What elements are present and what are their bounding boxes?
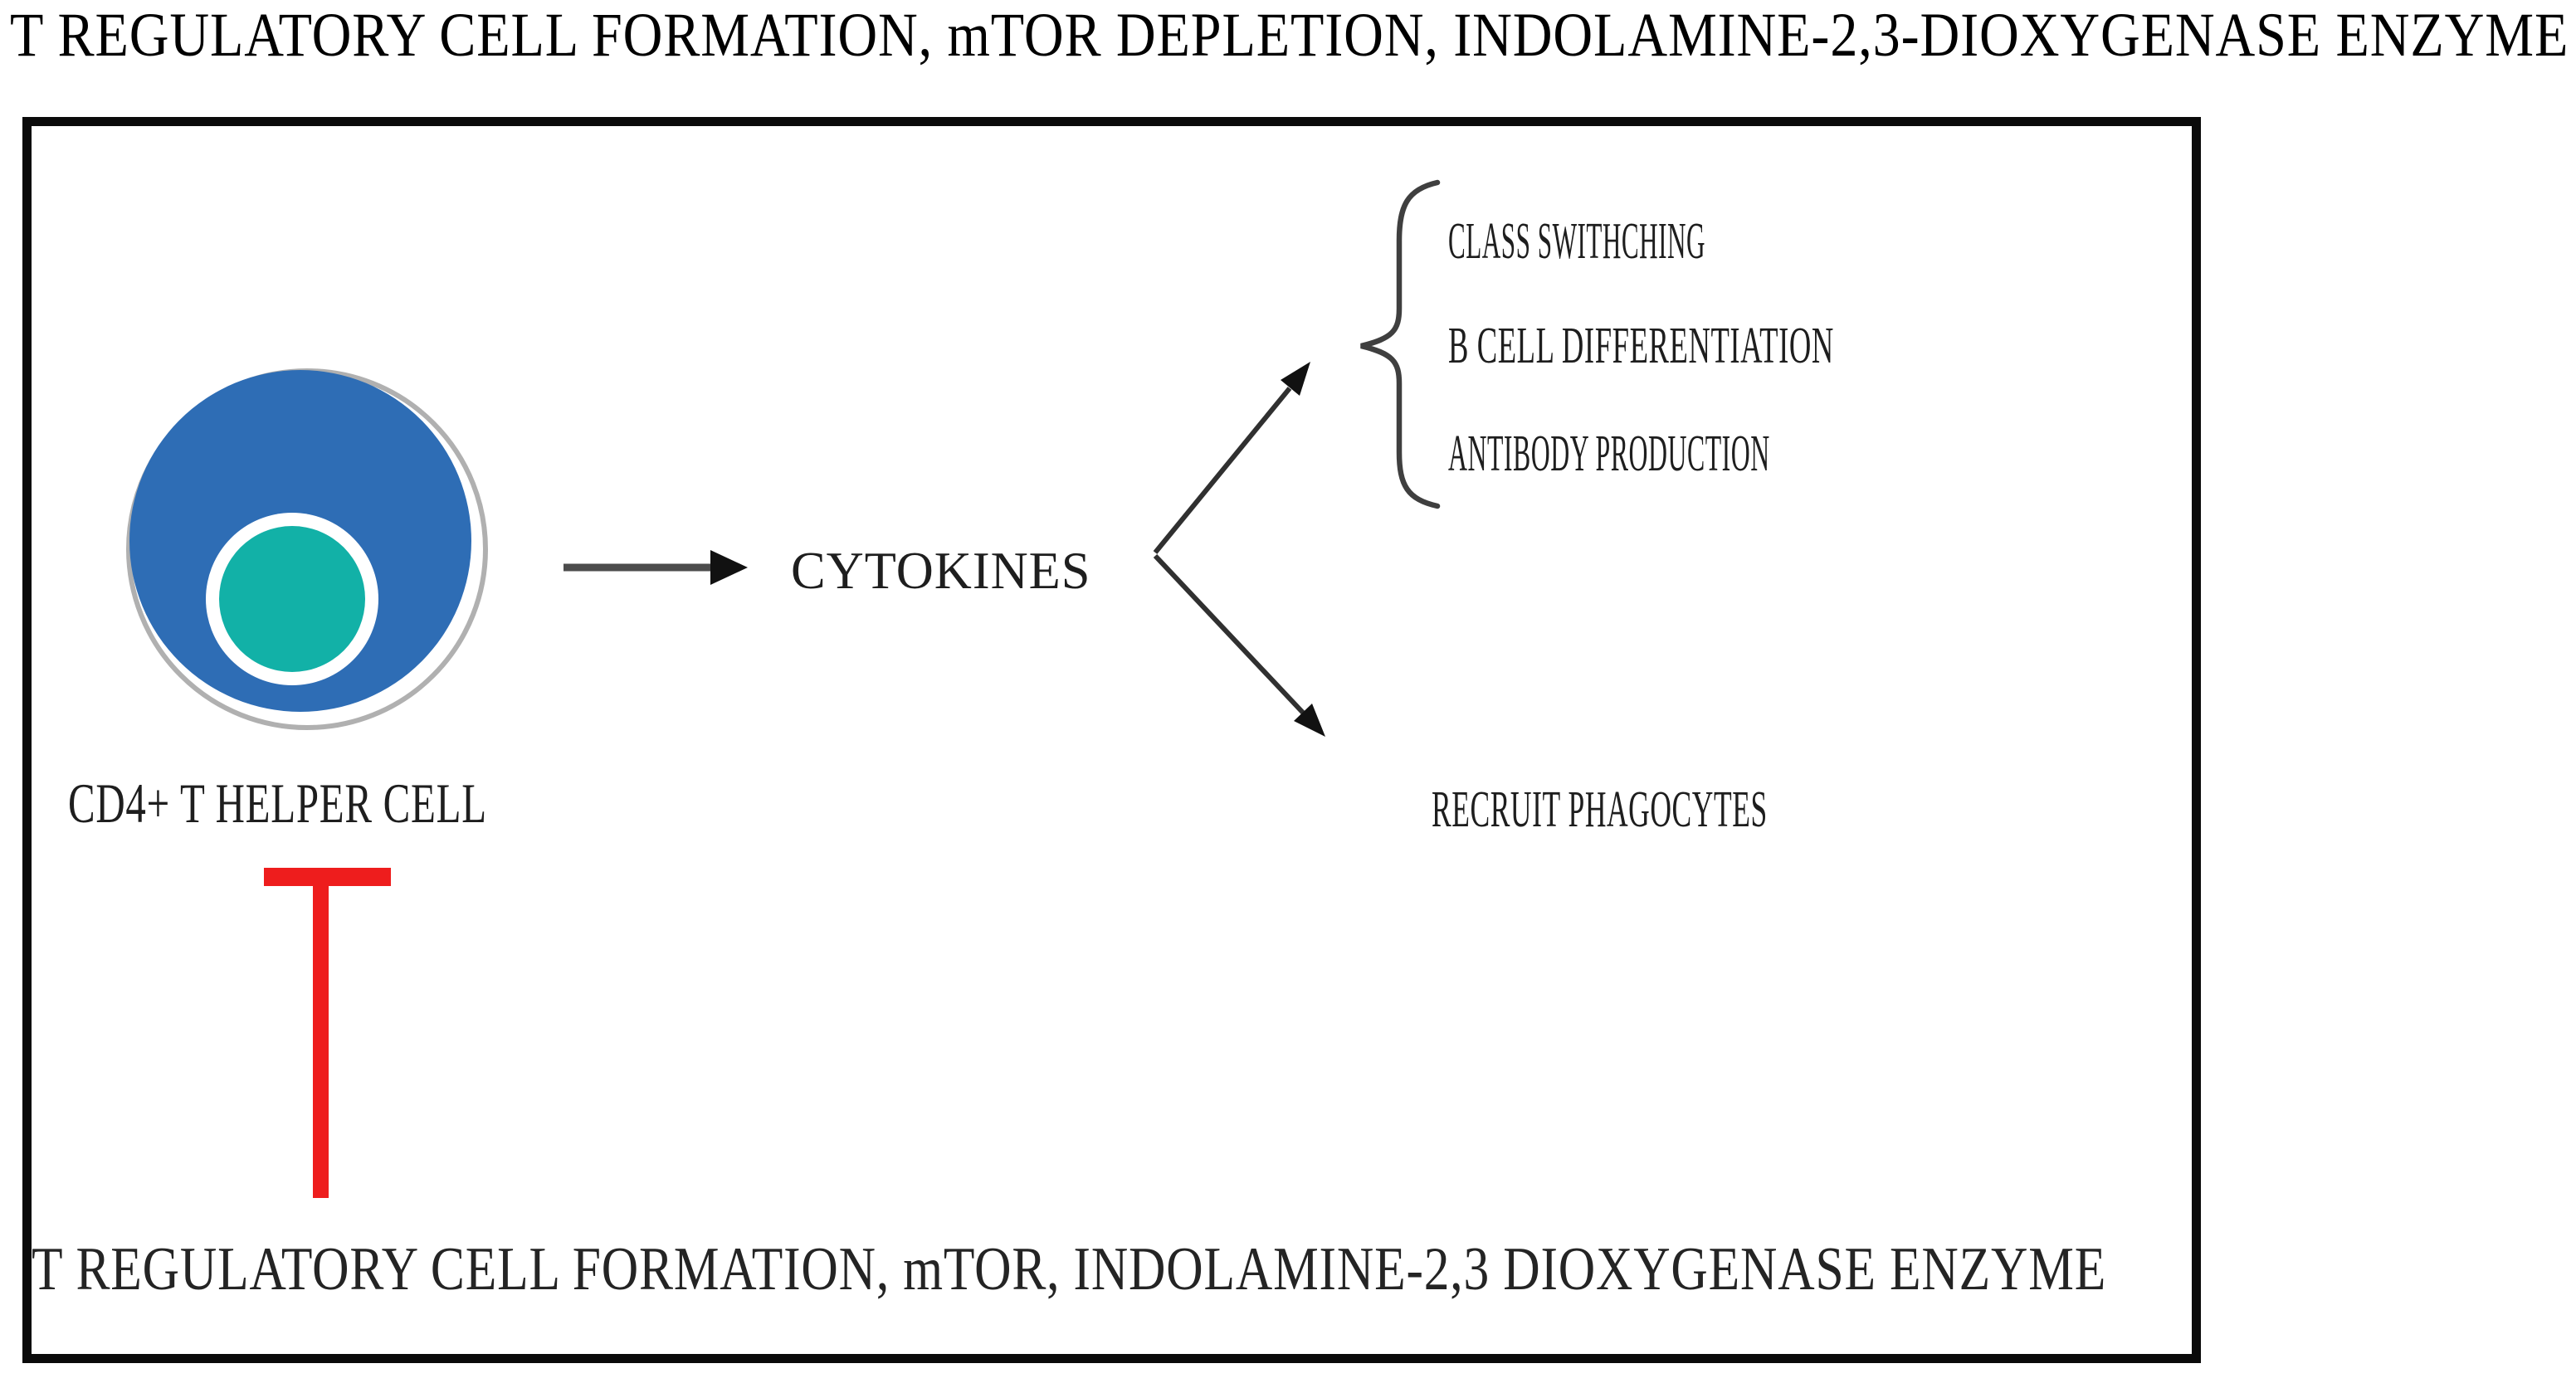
cell-label: CD4+ T HELPER CELL (68, 772, 487, 835)
outcome-bcell-differentiation: B CELL DIFFERENTIATION (1448, 318, 1834, 374)
inhibited-caption: T REGULATORY CELL FORMATION, mTOR, INDOL… (32, 1235, 2107, 1303)
outcome-class-switching: CLASS SWITHCHING (1448, 213, 1706, 270)
outcome-antibody-production: ANTIBODY PRODUCTION (1448, 426, 1770, 482)
figure-title: T REGULATORY CELL FORMATION, mTOR DEPLET… (10, 1, 2569, 70)
outcome-recruit-phagocytes: RECRUIT PHAGOCYTES (1432, 782, 1768, 838)
diagram-frame (22, 117, 2201, 1363)
mediator-label: CYTOKINES (791, 541, 1091, 600)
